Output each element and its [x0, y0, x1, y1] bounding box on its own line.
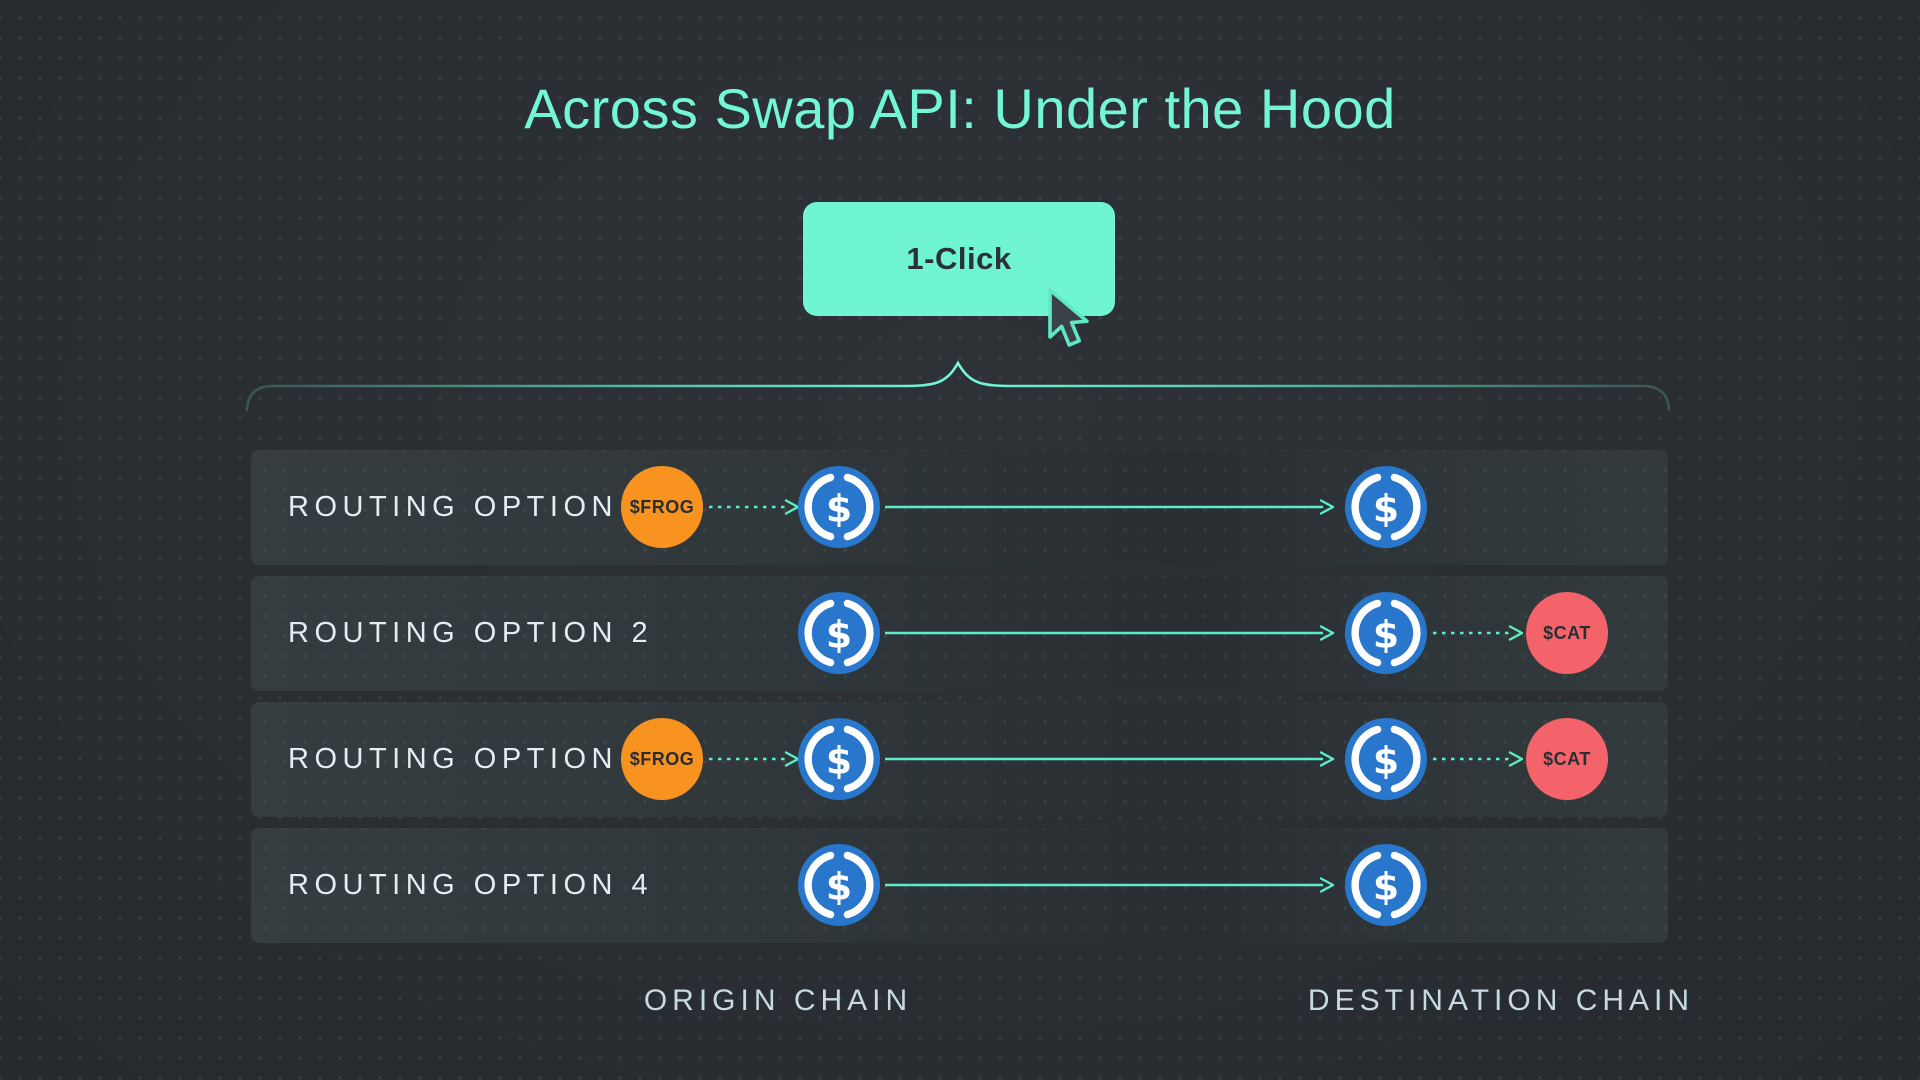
- frog-token: $FROG: [621, 718, 703, 800]
- cat-token: $CAT: [1526, 592, 1608, 674]
- usdc-icon: $: [1345, 718, 1427, 800]
- routing-option-row-4: ROUTING OPTION 4 $ $: [251, 828, 1668, 943]
- solid-arrow-icon: [885, 499, 1335, 515]
- svg-text:$: $: [1373, 613, 1399, 657]
- svg-text:$: $: [826, 739, 852, 783]
- one-click-button-label: 1-Click: [906, 241, 1012, 276]
- frog-token: $FROG: [621, 466, 703, 548]
- svg-text:$: $: [1373, 865, 1399, 909]
- svg-text:$: $: [826, 487, 852, 531]
- routing-options-list: ROUTING OPTION 1 $FROG $: [251, 450, 1668, 954]
- usdc-icon: $: [1345, 466, 1427, 548]
- routing-option-label: ROUTING OPTION 4: [288, 869, 654, 901]
- solid-arrow-icon: [885, 625, 1335, 641]
- routing-option-row-2: ROUTING OPTION 2 $ $ $C: [251, 576, 1668, 691]
- solid-arrow-icon: [885, 877, 1335, 893]
- cat-token: $CAT: [1526, 718, 1608, 800]
- svg-text:$: $: [1373, 739, 1399, 783]
- routing-option-row-1: ROUTING OPTION 1 $FROG $: [251, 450, 1668, 565]
- dotted-arrow-icon: [1433, 625, 1524, 641]
- dotted-arrow-icon: [709, 499, 800, 515]
- brace-connector: [245, 360, 1671, 412]
- dotted-arrow-icon: [709, 751, 800, 767]
- usdc-icon: $: [798, 466, 880, 548]
- svg-text:$: $: [826, 613, 852, 657]
- page-title: Across Swap API: Under the Hood: [524, 77, 1396, 140]
- usdc-icon: $: [798, 718, 880, 800]
- svg-text:$: $: [826, 865, 852, 909]
- routing-option-label: ROUTING OPTION 3: [288, 743, 654, 775]
- usdc-icon: $: [1345, 592, 1427, 674]
- usdc-icon: $: [798, 592, 880, 674]
- routing-option-row-3: ROUTING OPTION 3 $FROG $: [251, 702, 1668, 817]
- routing-option-label: ROUTING OPTION 1: [288, 491, 654, 523]
- usdc-icon: $: [798, 844, 880, 926]
- dotted-arrow-icon: [1433, 751, 1524, 767]
- solid-arrow-icon: [885, 751, 1335, 767]
- svg-text:$: $: [1373, 487, 1399, 531]
- one-click-button[interactable]: 1-Click: [803, 202, 1115, 316]
- usdc-icon: $: [1345, 844, 1427, 926]
- routing-option-label: ROUTING OPTION 2: [288, 617, 654, 649]
- origin-chain-label: ORIGIN CHAIN: [643, 984, 913, 1017]
- cursor-pointer-icon: [1048, 288, 1089, 347]
- destination-chain-label: DESTINATION CHAIN: [1307, 984, 1695, 1017]
